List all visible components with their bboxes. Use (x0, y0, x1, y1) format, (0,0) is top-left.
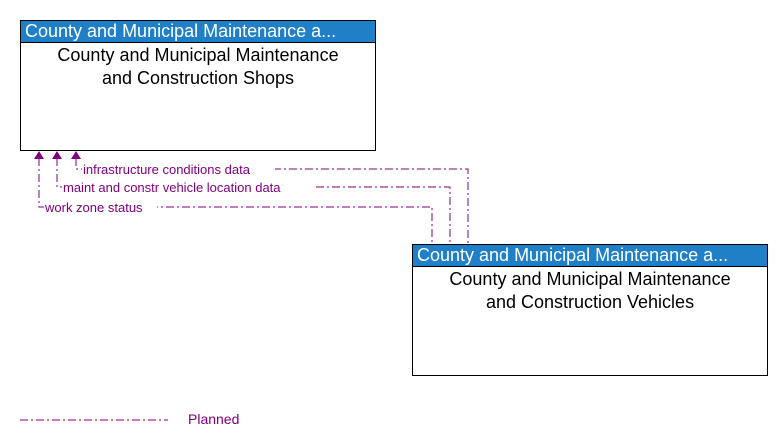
flow-label-work-zone-status: work zone status (44, 200, 143, 215)
flow-label-infrastructure-conditions: infrastructure conditions data (83, 162, 251, 177)
vehicles-header: County and Municipal Maintenance a... (413, 245, 767, 267)
shops-header: County and Municipal Maintenance a... (21, 21, 375, 43)
vehicles-box: County and Municipal Maintenance a... Co… (412, 244, 768, 376)
shops-title-line1: County and Municipal Maintenance (57, 45, 339, 65)
vehicles-title-line2: and Construction Vehicles (485, 292, 695, 312)
arrowhead-infrastructure (71, 151, 81, 159)
flow-line-infrastructure-conditions (75, 158, 469, 244)
vehicles-title-line1: County and Municipal Maintenance (449, 269, 731, 289)
flow-line-work-zone-status (38, 158, 433, 244)
arrowhead-vehicle-location (52, 151, 62, 159)
flow-label-vehicle-location: maint and constr vehicle location data (63, 180, 281, 195)
shops-title-line2: and Construction Shops (101, 68, 295, 88)
shops-box: County and Municipal Maintenance a... Co… (20, 20, 376, 151)
arrowhead-work-zone (34, 151, 44, 159)
legend-planned-label: Planned (188, 411, 240, 427)
